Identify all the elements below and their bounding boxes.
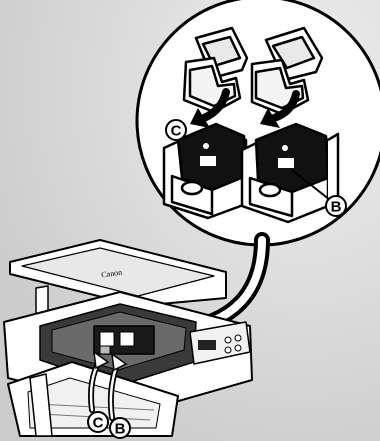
callout-c-cartridge: C — [166, 120, 186, 140]
callout-label: C — [93, 415, 104, 432]
callout-c-slot: C — [88, 412, 108, 432]
callout-label: B — [115, 421, 126, 438]
callout-b-cartridge: B — [326, 196, 346, 216]
callout-label: C — [171, 123, 182, 140]
callout-b-slot: B — [110, 418, 130, 438]
black-cartridge-icon — [242, 124, 338, 222]
callout-label: B — [331, 199, 342, 216]
